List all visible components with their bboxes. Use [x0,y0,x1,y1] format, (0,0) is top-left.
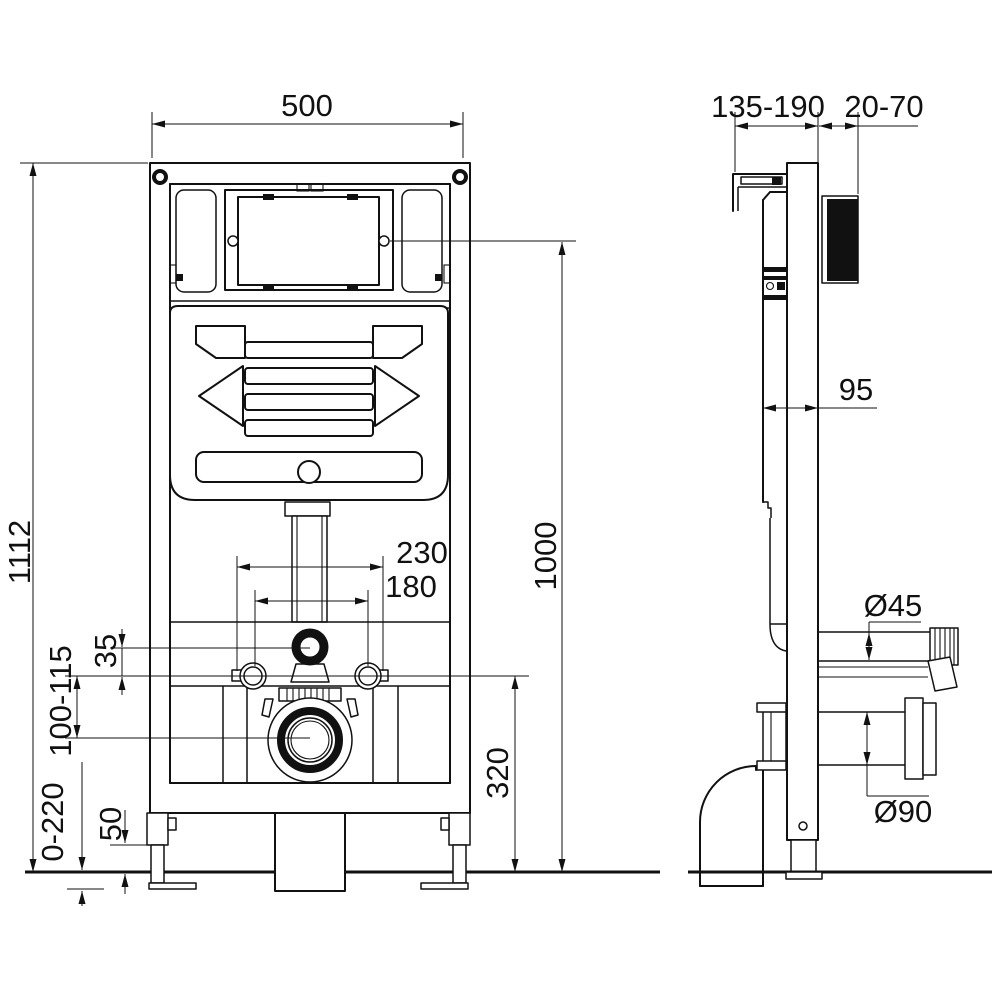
frame-legs [146,812,471,892]
dim-wall-finish: 20-70 [819,89,924,194]
dim-cistern-depth: 95 [763,372,877,412]
soil-pipe-cover [274,812,346,892]
dim-frame-width-label: 500 [281,88,333,123]
flush-pipe-front [284,501,331,623]
flush-plate-spacer [821,195,859,284]
mounting-band [170,621,450,783]
dim-frame-height: 1112 [2,162,148,872]
wall-bracket [732,173,788,212]
fixing-rod [818,656,958,692]
dim-wall-finish-label: 20-70 [844,89,923,124]
dim-drain-pipe-diameter: Ø90 [863,712,933,829]
dim-drain-height: 320 [480,676,519,872]
cistern-profile [762,191,787,652]
dim-fixing-outer: 230 [236,535,448,671]
dim-fixing-outer-label: 230 [396,535,448,570]
dim-frame-depth: 135-190 [711,89,825,172]
drain-elbow [699,702,787,887]
dimension-annotations: 500 1112 1000 320 230 [2,88,932,906]
front-view [25,162,660,892]
side-foot-plate [785,871,823,880]
access-panel [169,189,451,309]
dim-fixing-inner: 180 [254,569,437,666]
dim-drain-offset: 100-115 [43,645,529,757]
frame-plate-side [786,162,819,873]
dim-flush-pipe-diameter-label: Ø45 [864,588,923,623]
dim-inlet-offset-label: 35 [88,634,123,668]
dim-leg-adjustment: 0-220 [35,762,104,906]
dim-actuation-height-label: 1000 [528,522,563,591]
dim-cistern-depth-label: 95 [839,372,873,407]
dim-drain-pipe-diameter-label: Ø90 [874,794,933,829]
cistern-plug-icon [297,460,321,484]
dim-foot-height: 50 [93,807,150,894]
cistern-tank [169,305,449,501]
dim-frame-width: 500 [151,88,464,158]
dim-fixing-inner-label: 180 [385,569,437,604]
side-view [688,162,992,887]
dim-frame-height-label: 1112 [2,520,37,584]
dim-leg-adjustment-label: 0-220 [35,782,70,861]
dim-actuation-height: 1000 [390,240,576,872]
water-inlet [290,628,330,683]
drain-outlet-front [261,687,359,783]
dim-inlet-offset: 35 [88,629,310,695]
dim-foot-height-label: 50 [93,807,128,841]
dim-frame-depth-label: 135-190 [711,89,825,124]
drain-pipe-side [818,697,937,780]
dim-flush-pipe-diameter: Ø45 [864,588,923,660]
dim-drain-height-label: 320 [480,747,515,799]
corner-bolt-icon [152,169,468,185]
dim-drain-offset-label: 100-115 [43,645,78,756]
